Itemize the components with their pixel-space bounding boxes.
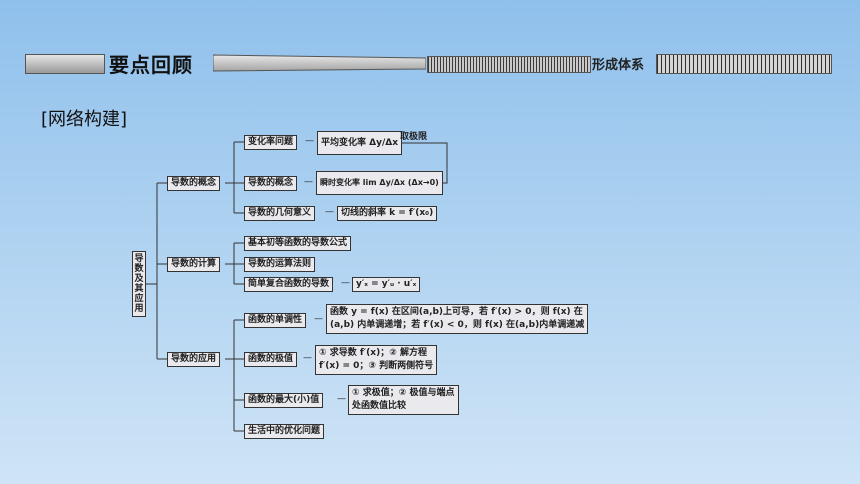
node-monotonic-desc: 函数 y = f(x) 在区间(a,b)上可导，若 f′(x) > 0，则 f(… — [326, 304, 589, 334]
header-stripes-left — [427, 56, 591, 73]
node-instant-rate: 瞬时变化率 lim Δy/Δx (Δx→0) — [316, 171, 443, 195]
section-title: [网络构建] — [41, 109, 128, 130]
dash: — — [341, 278, 350, 288]
node-basic-formulas: 基本初等函数的导数公式 — [244, 236, 352, 251]
dash: — — [303, 353, 312, 363]
node-max-min: 函数的最大(小)值 — [244, 393, 324, 408]
header-wedge — [213, 54, 426, 72]
node-extreme: 函数的极值 — [244, 352, 298, 367]
dash: — — [325, 207, 334, 217]
dash: — — [304, 177, 313, 187]
monotonic-desc-line1: 函数 y = f(x) 在区间(a,b)上可导，若 f′(x) > 0，则 f(… — [330, 307, 583, 317]
branch-concept: 导数的概念 — [167, 176, 221, 191]
max-min-desc-line2: 处函数值比较 — [352, 401, 407, 411]
extreme-desc-line1: ① 求导数 f′(x)；② 解方程 — [319, 348, 427, 358]
node-optimization: 生活中的优化问题 — [244, 424, 325, 439]
node-geometric-meaning: 导数的几何意义 — [244, 206, 316, 221]
dash: — — [337, 394, 346, 404]
node-derivative-concept: 导数的概念 — [244, 176, 298, 191]
branch-application: 导数的应用 — [167, 352, 221, 367]
root-node: 导数及其应用 — [132, 251, 146, 317]
node-chain-rule: y′ₓ = y′ᵤ · u′ₓ — [352, 277, 421, 292]
node-operation-rules: 导数的运算法则 — [244, 257, 316, 272]
monotonic-desc-line2: (a,b) 内单调递增；若 f′(x) < 0，则 f(x) 在(a,b)内单调… — [330, 320, 585, 330]
node-extreme-desc: ① 求导数 f′(x)；② 解方程 f′(x) = 0；③ 判断两侧符号 — [315, 345, 438, 375]
node-composite: 简单复合函数的导数 — [244, 277, 334, 292]
max-min-desc-line1: ① 求极值；② 极值与端点 — [352, 388, 455, 398]
node-max-min-desc: ① 求极值；② 极值与端点 处函数值比较 — [348, 385, 459, 415]
header-bar-left — [25, 54, 105, 74]
node-average-rate: 平均变化率 Δy/Δx — [317, 131, 403, 155]
extreme-desc-line2: f′(x) = 0；③ 判断两侧符号 — [319, 361, 434, 371]
node-tangent-slope: 切线的斜率 k = f′(x₀) — [337, 206, 438, 221]
header-stripes-right — [656, 54, 832, 74]
dash: — — [305, 136, 314, 146]
node-monotonic: 函数的单调性 — [244, 313, 307, 328]
note-take-limit: 取极限 — [400, 132, 428, 142]
header-title: 要点回顾 — [109, 53, 193, 77]
node-rate-problem: 变化率问题 — [244, 135, 298, 150]
branch-calc: 导数的计算 — [167, 257, 221, 272]
dash: — — [314, 314, 323, 324]
header-subtitle: 形成体系 — [592, 58, 645, 73]
